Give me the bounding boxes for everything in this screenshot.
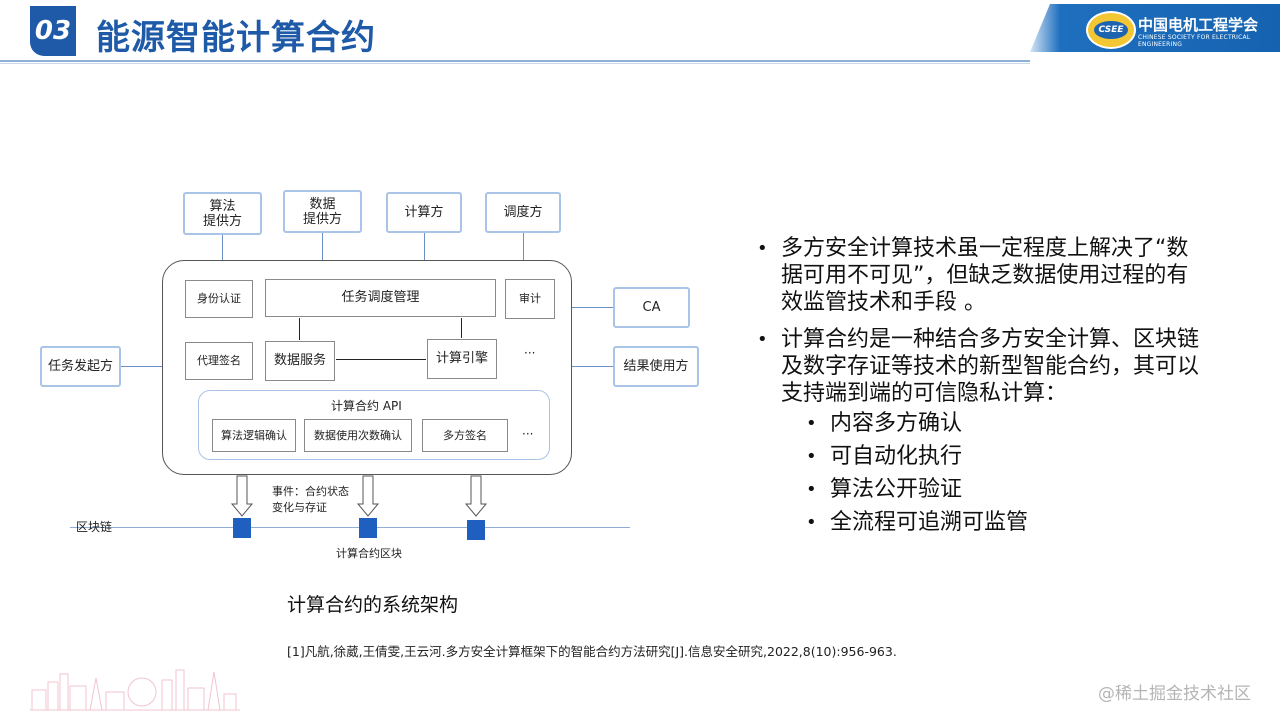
section-number-badge: 03 <box>30 6 76 56</box>
api-data-usage-box: 数据使用次数确认 <box>304 419 412 452</box>
role-task-initiator: 任务发起方 <box>40 346 121 387</box>
role-scheduler: 调度方 <box>485 192 561 233</box>
architecture-diagram <box>0 0 1 1</box>
arrow-algorithm <box>222 235 223 260</box>
contract-block-label: 计算合约区块 <box>336 547 402 560</box>
figure-caption: 计算合约的系统架构 <box>287 594 459 616</box>
header-divider <box>0 60 1030 62</box>
blockchain-label: 区块链 <box>76 520 113 534</box>
arrow-initiator <box>121 366 162 367</box>
bullet-1-line-1: 多方安全计算技术虽一定程度上解决了“数 <box>781 236 1189 261</box>
bullet-2-line-2: 及数字存证等技术的新型智能合约，其可以 <box>781 354 1200 379</box>
city-skyline-decoration <box>30 669 240 711</box>
chain-block-3 <box>467 520 485 540</box>
role-result-user: 结果使用方 <box>613 346 699 387</box>
contract-api-frame <box>198 390 550 460</box>
sub-bullet-dot-3: • <box>806 479 817 500</box>
api-algorithm-logic-box: 算法逻辑确认 <box>212 419 296 452</box>
event-label: 事件：合约状态 变化与存证 <box>272 485 349 514</box>
watermark: @稀土掘金技术社区 <box>1098 684 1251 704</box>
sub-bullet-1: 内容多方确认 <box>830 411 963 436</box>
task-scheduling-box: 任务调度管理 <box>265 279 496 317</box>
sub-bullet-dot-1: • <box>806 413 817 434</box>
blockchain-line <box>70 527 630 528</box>
proxy-sign-box: 代理签名 <box>185 342 253 380</box>
arrow-ca <box>572 307 613 308</box>
reference-citation: [1]凡航,徐葳,王倩雯,王云河.多方安全计算框架下的智能合约方法研究[J].信… <box>287 644 897 659</box>
inner-ellipsis: ··· <box>524 346 536 360</box>
connector-scheduling-data <box>299 318 300 340</box>
bullet-1-line-2: 据可用不可见”，但缺乏数据使用过程的有 <box>781 263 1189 288</box>
arrow-scheduler <box>523 233 524 260</box>
bullet-1-line-3: 效监管技术和手段 。 <box>781 290 986 315</box>
sub-bullet-2: 可自动化执行 <box>830 444 963 469</box>
logo-chinese-name: 中国电机工程学会 <box>1138 16 1259 34</box>
arrow-result-user <box>572 366 613 367</box>
api-multi-sign-box: 多方签名 <box>422 419 508 452</box>
audit-box: 审计 <box>505 279 555 319</box>
identity-auth-box: 身份认证 <box>185 280 253 318</box>
arrow-compute <box>424 233 425 260</box>
compute-engine-box: 计算引擎 <box>427 339 497 379</box>
role-data-provider: 数据 提供方 <box>283 190 362 233</box>
arrow-data <box>322 233 323 260</box>
sub-bullet-dot-4: • <box>806 512 817 533</box>
sub-bullet-dot-2: • <box>806 446 817 467</box>
chain-down-arrows <box>230 475 488 517</box>
connector-scheduling-engine <box>461 318 462 338</box>
api-ellipsis: ··· <box>522 427 534 441</box>
role-algorithm-provider: 算法 提供方 <box>183 192 262 235</box>
chain-block-1 <box>233 518 251 538</box>
bullet-2-line-1: 计算合约是一种结合多方安全计算、区块链 <box>781 327 1200 352</box>
role-computing-party: 计算方 <box>386 192 462 233</box>
logo-english-name: CHINESE SOCIETY FOR ELECTRICAL ENGINEERI… <box>1138 34 1251 48</box>
logo-emblem-text: CSEE <box>1094 21 1128 39</box>
data-service-box: 数据服务 <box>265 341 335 381</box>
chain-block-2 <box>359 518 377 538</box>
page-title: 能源智能计算合约 <box>96 18 376 58</box>
role-ca: CA <box>613 287 690 328</box>
smart-contract-frame <box>162 260 572 475</box>
header-divider-light <box>0 63 1030 64</box>
connector-data-engine <box>336 359 426 360</box>
logo-banner <box>1030 4 1280 52</box>
contract-api-title: 计算合约 API <box>331 399 402 413</box>
bullet-dot-1: • <box>757 238 768 259</box>
csee-logo-icon: CSEE <box>1086 11 1136 49</box>
sub-bullet-3: 算法公开验证 <box>830 477 963 502</box>
bullet-2-line-3: 支持端到端的可信隐私计算： <box>781 381 1068 406</box>
bullet-dot-2: • <box>757 329 768 350</box>
sub-bullet-4: 全流程可追溯可监管 <box>830 510 1029 535</box>
